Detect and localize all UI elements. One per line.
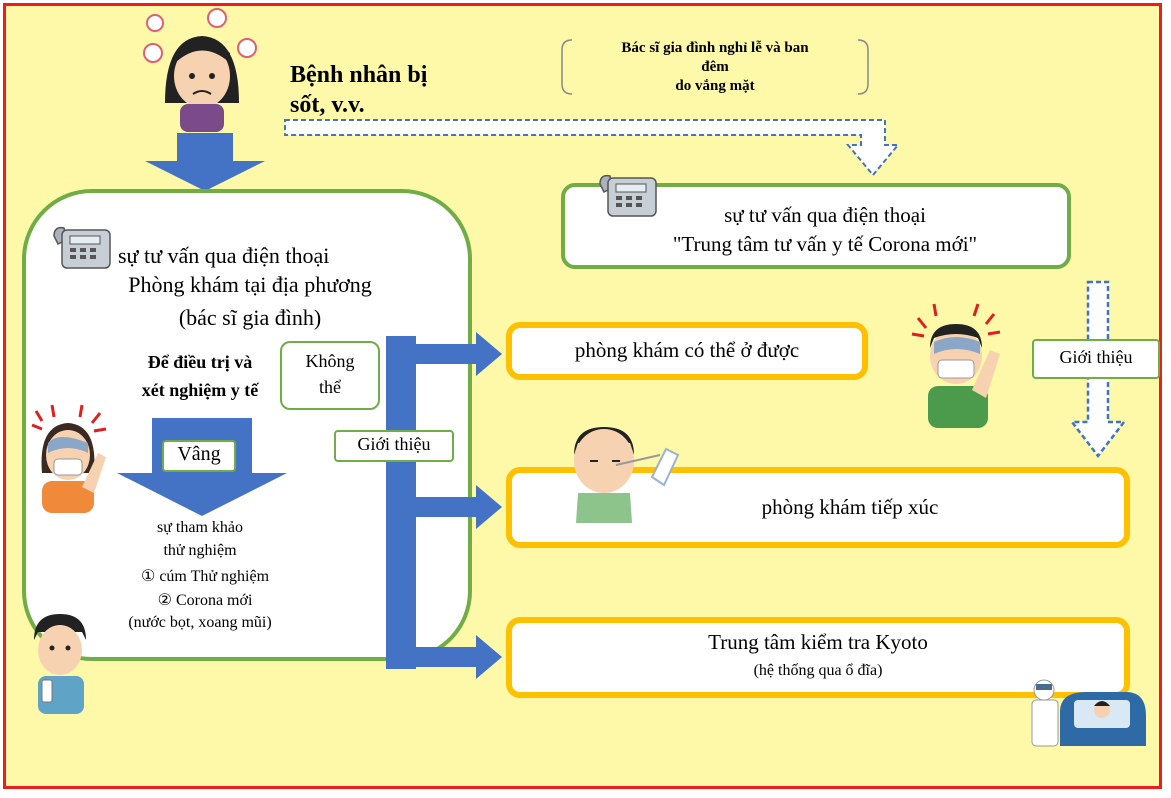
treatment-line2: xét nghiệm y tế bbox=[141, 380, 259, 400]
clinic-line2: Phòng khám tại địa phương bbox=[128, 272, 372, 297]
corona-center-line1: sự tư vấn qua điện thoại bbox=[724, 203, 926, 227]
not-possible-line1: Không bbox=[305, 351, 355, 371]
holiday-note-line3: do vắng mặt bbox=[675, 78, 755, 94]
telephone-icon-2 bbox=[599, 174, 657, 217]
referral-bar bbox=[386, 336, 416, 669]
yes-box bbox=[162, 440, 236, 472]
consult-line5: (nước bọt, xoang mũi) bbox=[128, 614, 272, 631]
kyoto-center-line2: (hệ thống qua ổ đĩa) bbox=[753, 662, 883, 679]
drive-through-test-icon bbox=[1031, 679, 1146, 747]
worried-woman-icon bbox=[143, 8, 257, 132]
note-brackets bbox=[561, 39, 869, 95]
referral-left-box bbox=[334, 430, 454, 462]
clinic-available-label: phòng khám có thể ở được bbox=[574, 338, 800, 362]
referral-left-label: Giới thiệu bbox=[357, 434, 431, 454]
telephone-icon bbox=[53, 226, 111, 269]
consult-line2: thử nghiệm bbox=[163, 542, 237, 559]
arrow-to-kyoto-center bbox=[414, 635, 502, 679]
holiday-note-line1: Bác sĩ gia đình nghỉ lễ và ban bbox=[621, 40, 809, 56]
kyoto-center-line1: Trung tâm kiểm tra Kyoto bbox=[708, 630, 928, 654]
sick-woman-icon bbox=[31, 404, 107, 513]
patient-label-line2: sốt, v.v. bbox=[290, 92, 365, 118]
dashed-arrow-to-corona-center bbox=[284, 119, 901, 177]
arrow-to-contact-clinic bbox=[414, 485, 502, 529]
clinic-line3: (bác sĩ gia đình) bbox=[178, 305, 322, 330]
patient-label-line1: Bệnh nhân bị bbox=[290, 62, 428, 88]
holiday-note-line2: đêm bbox=[701, 59, 729, 75]
not-possible-line2: thể bbox=[319, 377, 341, 397]
yes-label: Vâng bbox=[177, 443, 221, 465]
saliva-test-boy-icon bbox=[34, 614, 86, 714]
not-possible-box bbox=[280, 341, 380, 410]
consult-line1: sự tham khảo bbox=[157, 519, 243, 536]
referral-right-label: Giới thiệu bbox=[1059, 347, 1133, 367]
clinic-available-box bbox=[506, 322, 868, 380]
consult-line4: ② Corona mới bbox=[157, 592, 253, 609]
kyoto-center-box bbox=[506, 617, 1130, 698]
swab-test-man-icon bbox=[574, 427, 680, 523]
corona-center-line2: "Trung tâm tư vấn y tế Corona mới" bbox=[672, 232, 978, 256]
consult-line3: ① cúm Thử nghiệm bbox=[140, 568, 270, 585]
treatment-line1: Để điều trị và bbox=[147, 352, 253, 372]
sick-man-icon bbox=[911, 303, 1001, 428]
clinic-line1: sự tư vấn qua điện thoại bbox=[118, 243, 330, 268]
contact-clinic-label: phòng khám tiếp xúc bbox=[761, 495, 939, 519]
arrow-to-clinic-available bbox=[414, 332, 502, 376]
referral-right-box bbox=[1032, 339, 1160, 379]
arrow-to-local-clinic bbox=[145, 133, 265, 191]
